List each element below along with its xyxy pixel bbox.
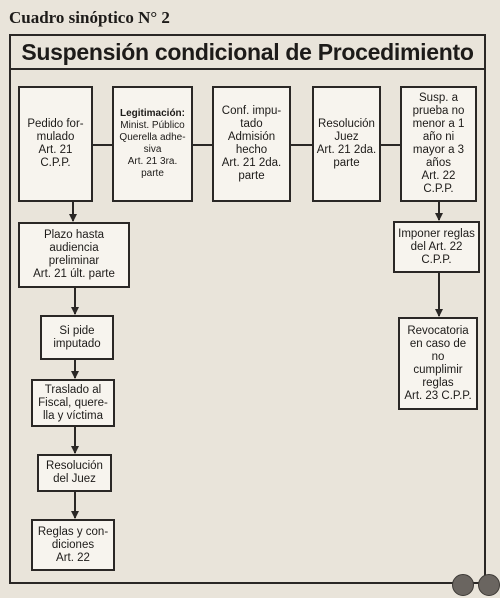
box-text-line: Pedido for-	[27, 118, 84, 130]
box-text-line: Traslado al	[44, 383, 102, 396]
box-si-pide-imputado: Si pide imputado	[40, 315, 114, 360]
box-text-line: Art. 21 últ. parte	[33, 268, 115, 280]
diagram-frame: Suspensión condicional de Procedimiento	[9, 34, 486, 584]
box-text-line: Admisión	[227, 131, 276, 143]
box-text-line: Juez	[334, 131, 359, 143]
box-heading: Legitimación:	[119, 108, 185, 119]
box-text-line: Querella adhe-	[119, 132, 186, 143]
box-text-line: reglas	[422, 376, 454, 389]
page-label: Cuadro sinóptico N° 2	[9, 8, 170, 27]
box-text-line: Art. 22	[56, 551, 90, 564]
box-text-line: Resolución	[46, 460, 103, 472]
box-pedido-formulado: Pedido for- mulado Art. 21 C.P.P.	[18, 86, 93, 202]
box-text-line: Plazo hasta	[43, 229, 105, 241]
corner-decoration	[452, 574, 500, 596]
box-text-line: en caso de no	[409, 337, 467, 363]
box-text-line: Si pide	[59, 324, 95, 337]
box-text-line: Revocatoria	[407, 324, 469, 337]
box-text-line: C.P.P.	[421, 253, 452, 266]
circle-icon	[478, 574, 500, 596]
box-text-line: Art. 22	[421, 170, 456, 182]
box-legitimacion: Legitimación: Minist. Público Querella a…	[112, 86, 193, 202]
box-text-line: Minist. Público	[120, 120, 185, 131]
box-text-line: Art. 21 C.P.P.	[38, 144, 73, 169]
box-text-line: parte	[141, 168, 164, 179]
box-text-line: audiencia	[49, 242, 99, 254]
box-text-line: parte	[333, 157, 360, 169]
box-suspension-prueba: Susp. a prueba no menor a 1 año ni mayor…	[400, 86, 477, 202]
box-text-line: mayor a 3	[412, 144, 465, 156]
box-text-line: Susp. a	[419, 92, 458, 104]
box-text-line: lla y víctima	[42, 409, 104, 422]
box-text-line: Art. 21 2da.	[221, 157, 282, 169]
box-traslado-fiscal: Traslado al Fiscal, quere- lla y víctima	[31, 379, 115, 427]
box-text-line: Resolución	[318, 118, 375, 130]
box-text-line: Reglas y con-	[37, 525, 109, 538]
box-reglas-condiciones: Reglas y con- diciones Art. 22	[31, 519, 115, 571]
box-text-line: Imponer reglas	[398, 227, 475, 240]
box-text-line: cumplimir	[413, 363, 463, 376]
box-text-line: del Art. 22	[410, 240, 463, 253]
box-text-line: Art. 21 2da.	[316, 144, 377, 156]
box-resolucion-juez: Resolución Juez Art. 21 2da. parte	[312, 86, 381, 202]
box-text-line: menor a 1	[412, 118, 465, 130]
box-text-line: preliminar	[48, 255, 100, 267]
box-text-line: prueba no	[412, 105, 465, 117]
box-imponer-reglas: Imponer reglas del Art. 22 C.P.P.	[393, 221, 480, 273]
diagram-title: Suspensión condicional de Procedimiento	[11, 36, 484, 70]
box-text-line: siva	[143, 144, 162, 155]
box-revocatoria: Revocatoria en caso de no cumplimir regl…	[398, 317, 478, 410]
box-text-line: tado	[240, 118, 263, 130]
box-text-line: C.P.P.	[423, 183, 454, 195]
box-text-line: mulado	[36, 131, 75, 143]
box-text-line: Fiscal, quere-	[38, 396, 108, 409]
box-text-line: imputado	[53, 337, 101, 350]
box-text-line: diciones	[51, 538, 95, 551]
circle-icon	[452, 574, 474, 596]
box-text-line: hecho	[235, 144, 268, 156]
box-plazo-audiencia: Plazo hasta audiencia preliminar Art. 21…	[18, 222, 130, 288]
box-conformidad-imputado: Conf. impu- tado Admisión hecho Art. 21 …	[212, 86, 291, 202]
box-text-line: del Juez	[53, 473, 96, 485]
box-text-line: Conf. impu-	[221, 105, 282, 117]
box-text-line: año ni	[422, 131, 455, 143]
box-text-line: Art. 23 C.P.P.	[404, 389, 472, 402]
box-text-line: años	[426, 157, 451, 169]
box-resolucion-del-juez: Resolución del Juez	[37, 454, 112, 492]
box-text-line: Art. 21 3ra.	[127, 156, 178, 167]
box-text-line: parte	[238, 170, 265, 182]
